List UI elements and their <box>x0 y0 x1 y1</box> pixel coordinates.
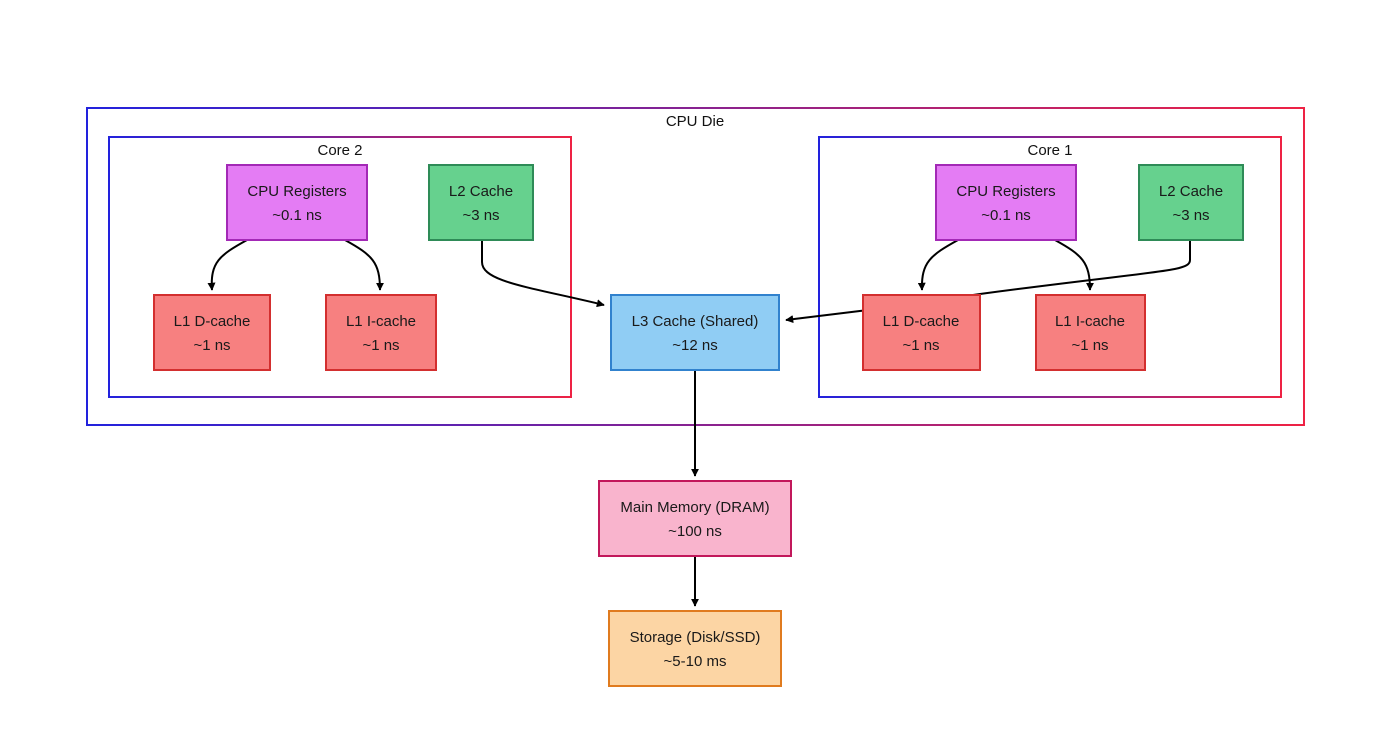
core2-l2-cache-latency: ~3 ns <box>462 207 499 224</box>
cpu-die-label: CPU Die <box>666 113 724 130</box>
storage-node: Storage (Disk/SSD) ~5-10 ms <box>608 610 782 687</box>
edges <box>207 239 1191 607</box>
edge-core2-registers-to-l1d <box>207 239 248 291</box>
core2-l2-cache-node: L2 Cache ~3 ns <box>428 164 534 241</box>
core1-l2-cache-latency: ~3 ns <box>1172 207 1209 224</box>
l3-cache-latency: ~12 ns <box>672 337 717 354</box>
storage-title: Storage (Disk/SSD) <box>630 629 761 646</box>
core2-l2-cache-title: L2 Cache <box>449 183 513 200</box>
main-memory-title: Main Memory (DRAM) <box>620 499 769 516</box>
core2-l1-dcache-node: L1 D-cache ~1 ns <box>153 294 271 371</box>
storage-latency: ~5-10 ms <box>664 653 727 670</box>
core-2-label: Core 2 <box>317 142 362 159</box>
edge-core1-registers-to-l1i <box>1054 239 1094 291</box>
core1-l1-icache-latency: ~1 ns <box>1071 337 1108 354</box>
core1-l1-icache-title: L1 I-cache <box>1055 313 1125 330</box>
core-1-label: Core 1 <box>1027 142 1072 159</box>
core1-cpu-registers-title: CPU Registers <box>956 183 1055 200</box>
edge-core2-l2-to-l3 <box>481 240 605 308</box>
core1-l1-dcache-node: L1 D-cache ~1 ns <box>862 294 981 371</box>
edge-core1-registers-to-l1d <box>917 239 959 291</box>
core1-l1-icache-node: L1 I-cache ~1 ns <box>1035 294 1146 371</box>
core2-cpu-registers-node: CPU Registers ~0.1 ns <box>226 164 368 241</box>
core1-l1-dcache-latency: ~1 ns <box>902 337 939 354</box>
core1-cpu-registers-latency: ~0.1 ns <box>981 207 1031 224</box>
core1-l2-cache-title: L2 Cache <box>1159 183 1223 200</box>
core2-l1-icache-latency: ~1 ns <box>362 337 399 354</box>
l3-cache-node: L3 Cache (Shared) ~12 ns <box>610 294 780 371</box>
core2-cpu-registers-title: CPU Registers <box>247 183 346 200</box>
core-2-frame: Core 2 <box>108 136 572 398</box>
edge-core2-registers-to-l1i <box>344 239 384 291</box>
core-1-frame: Core 1 <box>818 136 1282 398</box>
edge-core1-l2-to-l3 <box>785 240 1191 324</box>
main-memory-node: Main Memory (DRAM) ~100 ns <box>598 480 792 557</box>
core2-cpu-registers-latency: ~0.1 ns <box>272 207 322 224</box>
core2-l1-icache-title: L1 I-cache <box>346 313 416 330</box>
core1-l2-cache-node: L2 Cache ~3 ns <box>1138 164 1244 241</box>
core2-l1-icache-node: L1 I-cache ~1 ns <box>325 294 437 371</box>
main-memory-latency: ~100 ns <box>668 523 722 540</box>
core1-cpu-registers-node: CPU Registers ~0.1 ns <box>935 164 1077 241</box>
core2-l1-dcache-latency: ~1 ns <box>193 337 230 354</box>
core2-l1-dcache-title: L1 D-cache <box>174 313 251 330</box>
l3-cache-title: L3 Cache (Shared) <box>632 313 759 330</box>
core1-l1-dcache-title: L1 D-cache <box>883 313 960 330</box>
